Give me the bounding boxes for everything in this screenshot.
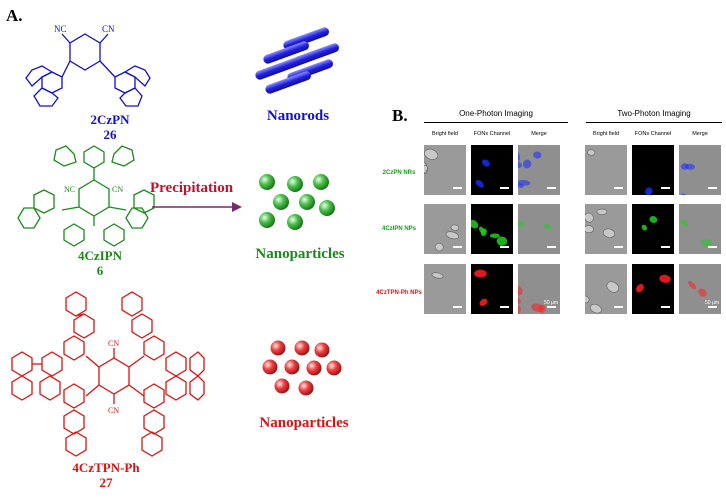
4czipn-cn-left: NC	[64, 185, 75, 194]
4cztpn-cn-top: CN	[108, 339, 119, 348]
2czpn-cn-right: CN	[102, 24, 115, 34]
4cztpn-ph-name: 4CzTPN-Ph 27	[72, 460, 140, 490]
scale-bar	[708, 306, 717, 308]
row-2czpn-nrs: 2CzPN NRs	[382, 170, 416, 176]
microscopy-tile	[518, 145, 560, 195]
4czipn-cn-right: CN	[112, 185, 123, 194]
green-nanoparticles-icon	[259, 174, 335, 230]
4czipn-structure: NC CN	[17, 145, 155, 247]
scale-bar	[453, 246, 462, 248]
microscopy-tile	[471, 204, 513, 254]
panel-b-label: B.	[392, 106, 408, 125]
microscopy-tile	[632, 264, 674, 314]
scale-bar	[500, 246, 509, 248]
scale-bar	[500, 306, 509, 308]
4cztpn-ph-structure: CN CN	[11, 291, 205, 457]
one-photon-title: One-Photon Imaging	[459, 109, 533, 118]
col-merge-1: Merge	[531, 131, 547, 137]
microscopy-tile	[424, 145, 466, 195]
microscopy-tile	[424, 264, 466, 314]
scale-bar	[547, 246, 556, 248]
scale-bar	[614, 187, 623, 189]
scale-bar	[500, 187, 509, 189]
2czpn-structure: NC CN	[25, 24, 151, 107]
scale-bar	[708, 246, 717, 248]
microscopy-tile	[585, 145, 627, 195]
microscopy-tile	[471, 145, 513, 195]
microscopy-tile	[632, 145, 674, 195]
2czpn-cn-left: NC	[54, 24, 67, 34]
two-photon-rule	[586, 122, 722, 123]
nanorods-icon	[255, 27, 339, 94]
precipitation-arrow-icon	[152, 202, 242, 212]
row-4cztpn-ph-nps: 4CzTPN-Ph NPs	[376, 290, 422, 296]
row-4czipn-nps: 4CzIPN NPs	[381, 226, 416, 232]
green-nanoparticles-label: Nanoparticles	[255, 246, 345, 262]
scale-bar	[547, 306, 556, 308]
scale-label: 50 μm	[705, 300, 719, 306]
microscopy-tile	[679, 204, 721, 254]
microscopy-tile	[632, 204, 674, 254]
nanorods-label: Nanorods	[266, 108, 330, 124]
4cztpn-cn-bottom: CN	[108, 406, 119, 415]
red-nanoparticles-label: Nanoparticles	[259, 415, 349, 431]
scale-bar	[661, 246, 670, 248]
microscopy-tile	[679, 145, 721, 195]
scale-bar	[547, 187, 556, 189]
microscopy-tile: 50 μm	[518, 264, 560, 314]
scale-bar	[453, 306, 462, 308]
scale-bar	[614, 246, 623, 248]
microscopy-tile	[585, 204, 627, 254]
col-bright-field-2: Bright field	[593, 131, 619, 137]
col-merge-2: Merge	[692, 131, 708, 137]
scale-bar	[708, 187, 717, 189]
2czpn-name: 2CzPN 26	[90, 112, 130, 142]
col-fons-channel-2: FONs Channel	[634, 131, 672, 137]
panel-a-label: A.	[6, 6, 23, 25]
microscopy-tile: 50 μm	[679, 264, 721, 314]
scale-bar	[661, 187, 670, 189]
scale-bar	[453, 187, 462, 189]
4czipn-name: 4CzIPN 6	[77, 248, 123, 278]
one-photon-rule	[424, 122, 568, 123]
scale-bar	[661, 306, 670, 308]
scale-bar	[614, 306, 623, 308]
red-nanoparticles-icon	[262, 340, 342, 396]
microscopy-tile	[471, 264, 513, 314]
two-photon-title: Two-Photon Imaging	[617, 109, 691, 118]
col-bright-field-1: Bright field	[432, 131, 458, 137]
microscopy-tile	[518, 204, 560, 254]
precipitation-label: Precipitation	[150, 180, 234, 196]
microscopy-tile	[585, 264, 627, 314]
microscopy-tile	[424, 204, 466, 254]
scale-label: 50 μm	[544, 300, 558, 306]
col-fons-channel-1: FONs Channel	[473, 131, 511, 137]
